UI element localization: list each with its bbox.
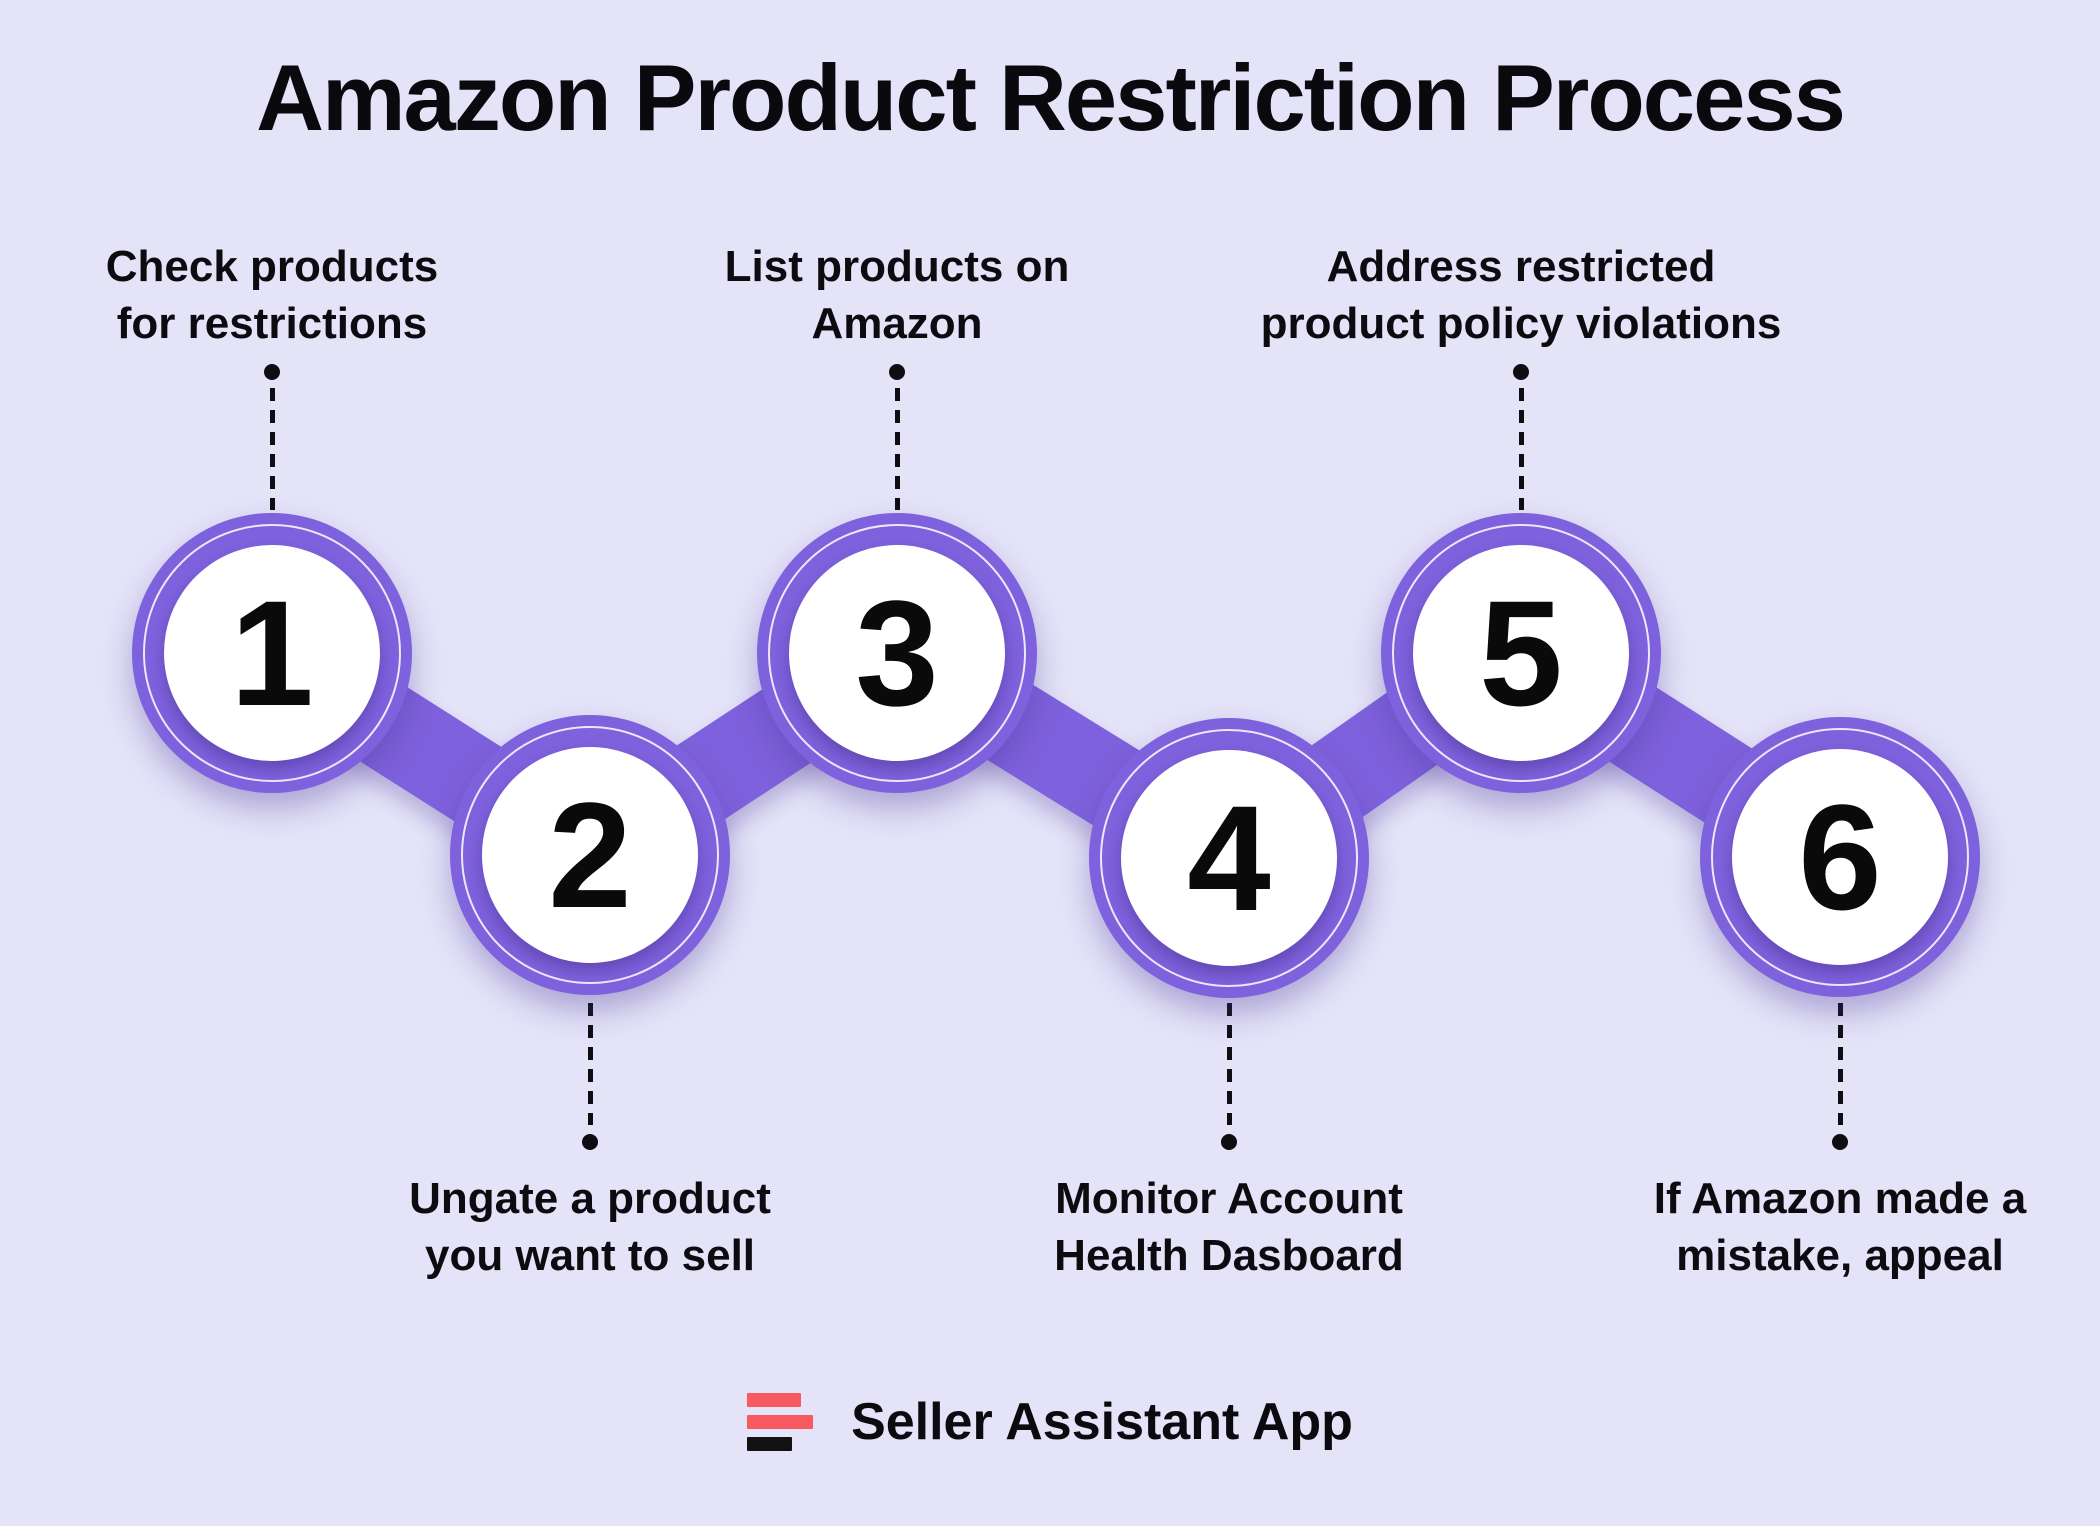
circle-hairline bbox=[1392, 524, 1650, 782]
leader-line-1 bbox=[270, 388, 275, 510]
seller-assistant-logo-icon bbox=[747, 1393, 814, 1451]
leader-dot-3 bbox=[889, 364, 905, 380]
step-circle-4: 4 bbox=[1089, 718, 1369, 998]
leader-dot-2 bbox=[582, 1134, 598, 1150]
circle-hairline bbox=[461, 726, 719, 984]
leader-line-3 bbox=[895, 388, 900, 510]
circle-inner: 1 bbox=[164, 545, 380, 761]
circle-inner: 6 bbox=[1732, 749, 1948, 965]
step-label-6: If Amazon made a mistake, appeal bbox=[1653, 1174, 2027, 1280]
step-circle-6: 6 bbox=[1700, 717, 1980, 997]
circle-hairline bbox=[1711, 728, 1969, 986]
leader-dot-6 bbox=[1832, 1134, 1848, 1150]
leader-line-6 bbox=[1838, 1003, 1843, 1125]
step-label-3: List products on Amazon bbox=[724, 242, 1070, 348]
step-label-1: Check products for restrictions bbox=[105, 242, 439, 348]
step-number-1: 1 bbox=[230, 569, 314, 737]
circle-inner: 4 bbox=[1121, 750, 1337, 966]
leader-dot-4 bbox=[1221, 1134, 1237, 1150]
circle-hairline bbox=[1100, 729, 1358, 987]
step-number-3: 3 bbox=[855, 569, 939, 737]
step-circle-2: 2 bbox=[450, 715, 730, 995]
circle-inner: 2 bbox=[482, 747, 698, 963]
step-circle-5: 5 bbox=[1381, 513, 1661, 793]
circle-hairline bbox=[143, 524, 401, 782]
step-number-6: 6 bbox=[1798, 773, 1882, 941]
circle-inner: 5 bbox=[1413, 545, 1629, 761]
brand-footer: Seller Assistant App bbox=[0, 1392, 2100, 1452]
leader-dot-5 bbox=[1513, 364, 1529, 380]
leader-line-4 bbox=[1227, 1003, 1232, 1125]
step-number-4: 4 bbox=[1187, 774, 1271, 942]
circle-inner: 3 bbox=[789, 545, 1005, 761]
brand-name: Seller Assistant App bbox=[851, 1393, 1353, 1451]
step-circle-3: 3 bbox=[757, 513, 1037, 793]
logo-bar-bottom bbox=[747, 1437, 793, 1451]
step-label-5: Address restricted product policy violat… bbox=[1260, 242, 1782, 348]
step-label-4: Monitor Account Health Dasboard bbox=[1054, 1174, 1404, 1280]
circle-hairline bbox=[768, 524, 1026, 782]
step-circle-1: 1 bbox=[132, 513, 412, 793]
page-title: Amazon Product Restriction Process bbox=[256, 45, 1846, 150]
logo-bar-middle bbox=[747, 1415, 814, 1429]
leader-line-5 bbox=[1519, 388, 1524, 510]
step-number-5: 5 bbox=[1479, 569, 1563, 737]
logo-bar-top bbox=[747, 1393, 802, 1407]
step-number-2: 2 bbox=[548, 771, 632, 939]
leader-dot-1 bbox=[264, 364, 280, 380]
step-label-2: Ungate a product you want to sell bbox=[409, 1174, 771, 1280]
leader-line-2 bbox=[588, 1003, 593, 1125]
